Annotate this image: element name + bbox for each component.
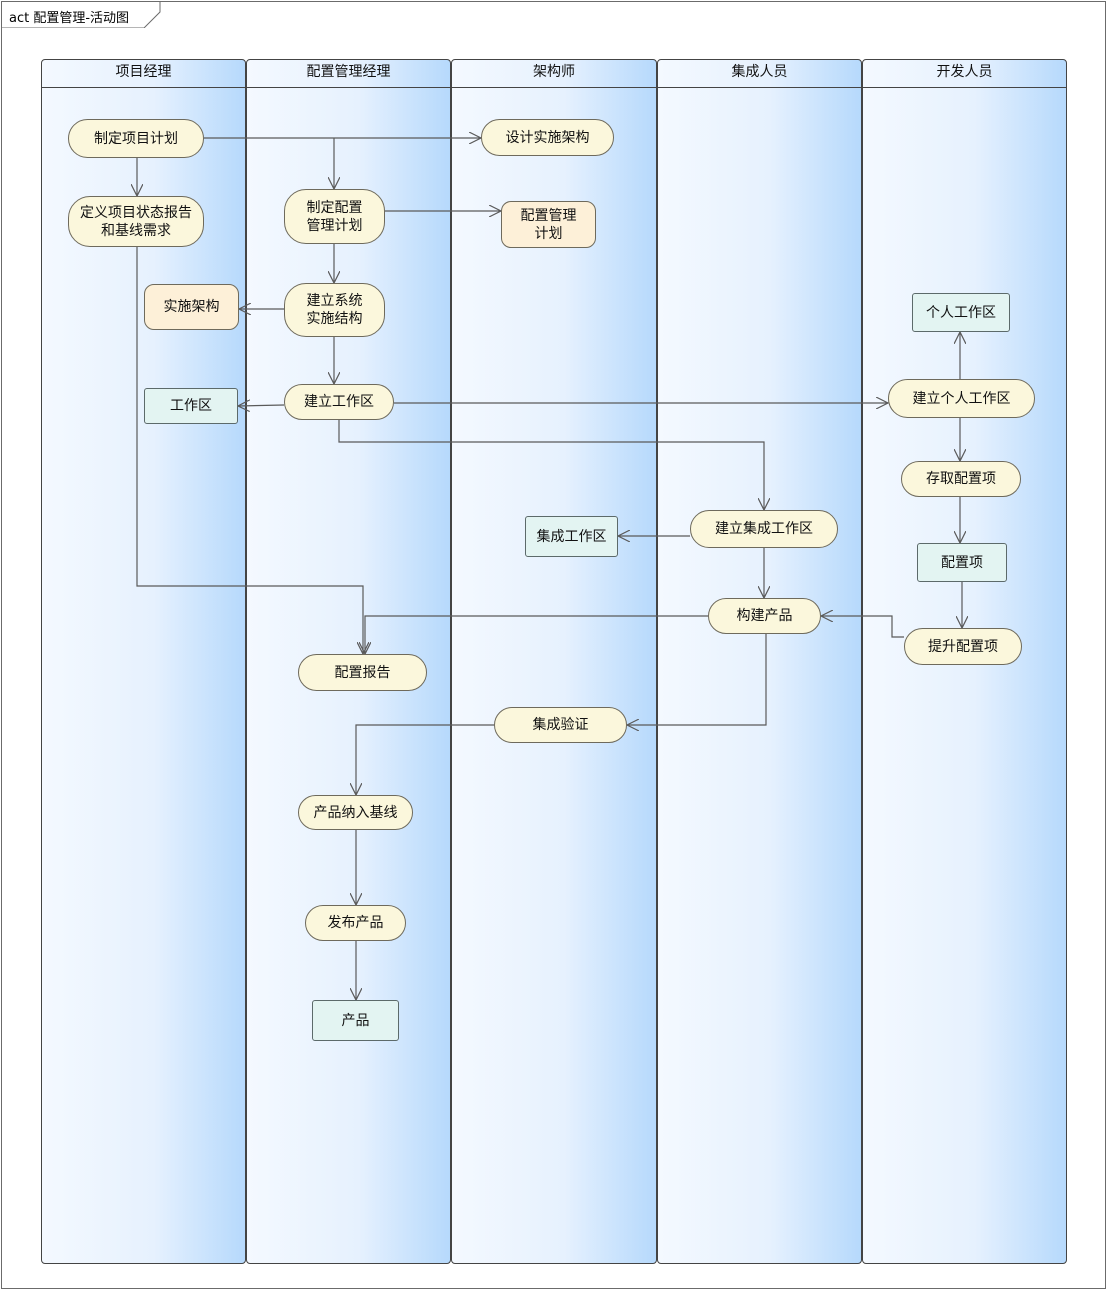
- activity-access-config-items[interactable]: 存取配置项: [901, 461, 1021, 497]
- diagram-title: act 配置管理-活动图: [9, 11, 130, 26]
- edge-define-to-report: [136, 247, 363, 654]
- edge-build-to-verify: [627, 634, 767, 725]
- lane-header: 项目经理: [42, 60, 245, 88]
- object-impl-architecture[interactable]: 实施架构: [144, 284, 239, 330]
- activity-promote-config-items[interactable]: 提升配置项: [904, 628, 1022, 665]
- edge-workspace-to-integration: [338, 420, 764, 510]
- activity-build-integration-workspace[interactable]: 建立集成工作区: [690, 510, 838, 548]
- activity-build-system-structure[interactable]: 建立系统实施结构: [284, 283, 385, 337]
- edge-verify-to-baseline: [356, 724, 494, 795]
- activity-make-project-plan[interactable]: 制定项目计划: [68, 119, 204, 158]
- lane-header: 配置管理经理: [247, 60, 450, 88]
- lane-integrator: 集成人员: [657, 59, 862, 1264]
- object-config-item[interactable]: 配置项: [917, 543, 1007, 582]
- object-integration-workspace[interactable]: 集成工作区: [525, 516, 618, 557]
- lane-header: 集成人员: [658, 60, 861, 88]
- edge-workspace-to-object: [238, 405, 285, 406]
- edge-build-to-report: [365, 615, 708, 654]
- activity-product-baseline[interactable]: 产品纳入基线: [298, 795, 413, 830]
- activity-build-product[interactable]: 构建产品: [708, 598, 821, 634]
- object-workspace[interactable]: 工作区: [144, 388, 238, 424]
- lane-header: 开发人员: [863, 60, 1066, 88]
- edge-promote-to-build: [821, 616, 904, 638]
- activity-define-status-report[interactable]: 定义项目状态报告和基线需求: [68, 196, 204, 247]
- frame-tab: [2, 2, 161, 28]
- object-personal-workspace[interactable]: 个人工作区: [912, 293, 1010, 332]
- activity-integration-verify[interactable]: 集成验证: [494, 707, 627, 743]
- lane-project-manager: 项目经理: [41, 59, 246, 1264]
- lane-architect: 架构师: [451, 59, 657, 1264]
- activity-config-report[interactable]: 配置报告: [298, 654, 427, 691]
- activity-build-personal-workspace[interactable]: 建立个人工作区: [888, 379, 1035, 418]
- activity-design-architecture[interactable]: 设计实施架构: [481, 119, 614, 156]
- activity-make-cm-plan[interactable]: 制定配置管理计划: [284, 189, 385, 244]
- object-product[interactable]: 产品: [312, 1000, 399, 1041]
- activity-release-product[interactable]: 发布产品: [305, 905, 406, 941]
- activity-build-workspace[interactable]: 建立工作区: [284, 384, 394, 420]
- lane-header: 架构师: [452, 60, 656, 88]
- object-cm-plan[interactable]: 配置管理计划: [501, 201, 596, 248]
